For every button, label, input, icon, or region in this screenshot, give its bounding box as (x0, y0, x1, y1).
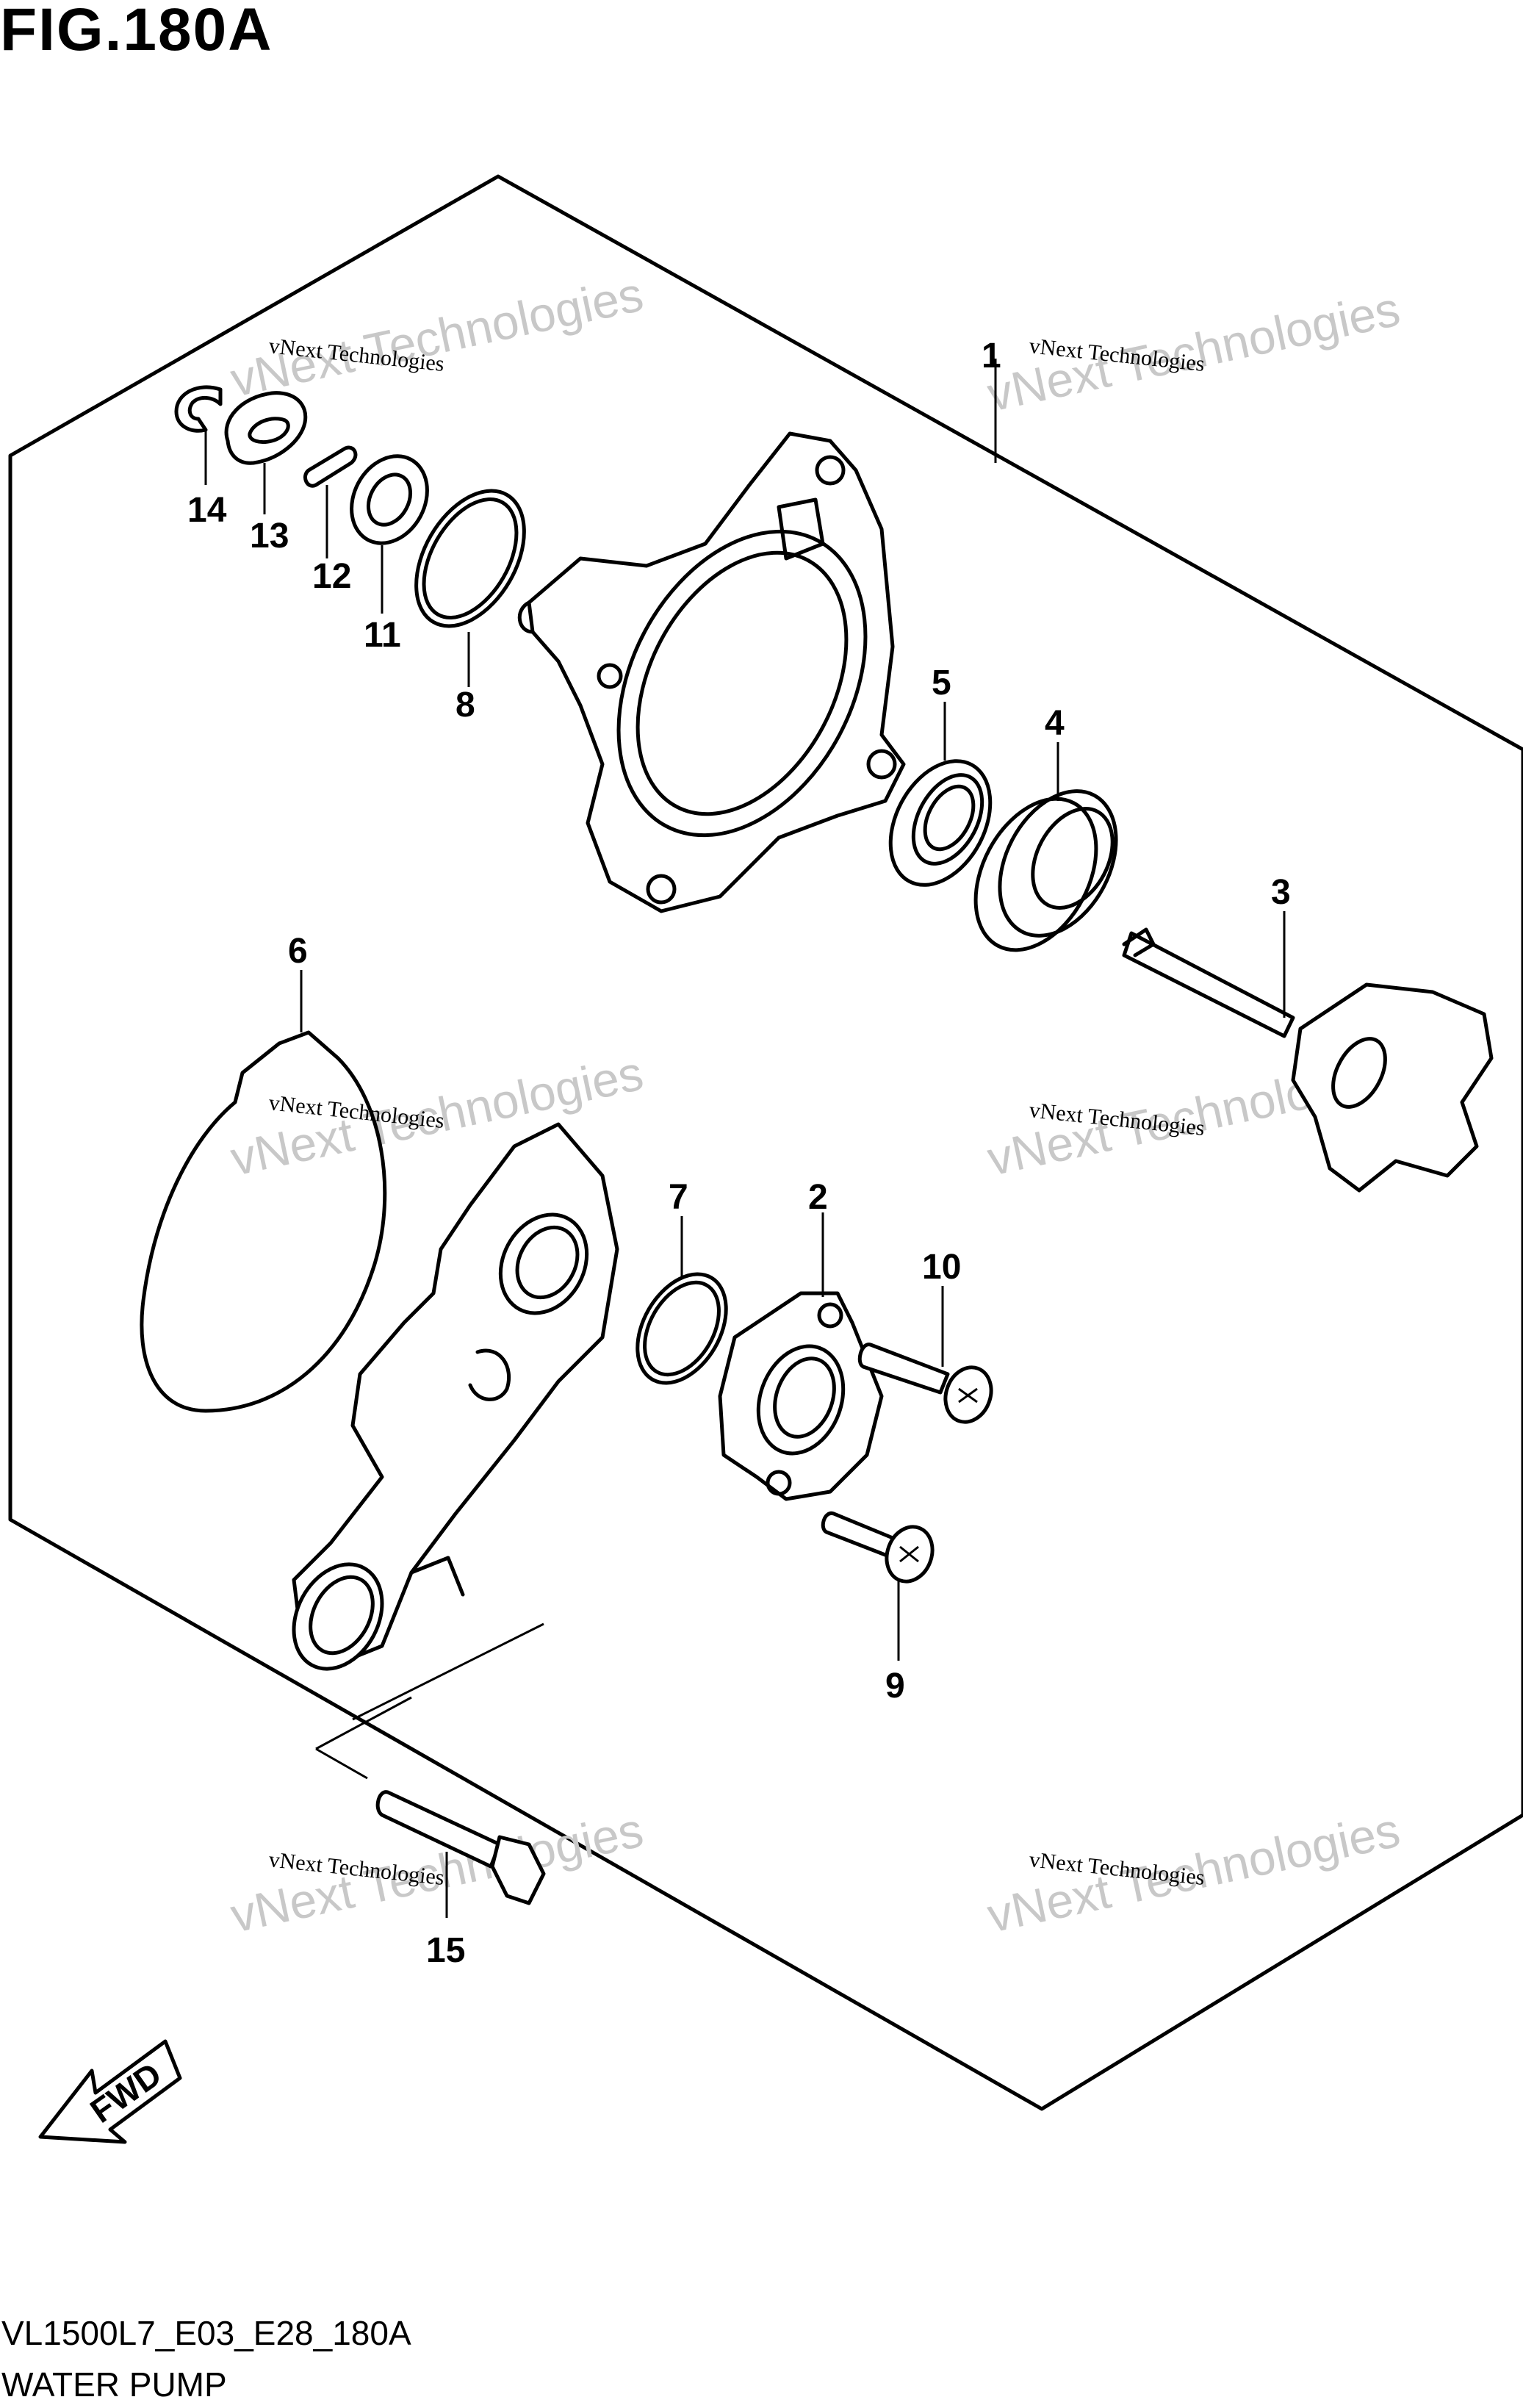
callout-8: 8 (456, 686, 475, 725)
part-8-o-ring (414, 489, 526, 687)
callout-15: 15 (426, 1931, 465, 1970)
callout-4: 4 (1045, 704, 1065, 743)
part-1-housing (517, 359, 997, 913)
part-10-screw (857, 1286, 993, 1424)
callout-10: 10 (922, 1248, 961, 1287)
part-14-e-clip (174, 385, 223, 485)
callout-11: 11 (364, 616, 401, 655)
callout-labels: 1 2 3 4 5 6 7 8 9 10 11 12 13 14 15 (187, 337, 1291, 1970)
callout-2: 2 (808, 1178, 828, 1217)
part-11-washer (350, 454, 429, 614)
pump-cover (292, 1122, 619, 1671)
callout-9: 9 (885, 1667, 905, 1706)
callout-12: 12 (312, 557, 351, 596)
part-12-pin (303, 445, 358, 558)
figure-name: WATER PUMP (1, 2365, 227, 2404)
callout-5: 5 (932, 664, 951, 702)
callout-13: 13 (250, 517, 289, 556)
part-6-gasket (140, 970, 387, 1413)
figure-code: VL1500L7_E03_E28_180A (1, 2314, 411, 2352)
callout-3: 3 (1271, 873, 1291, 912)
part-3-impeller-shaft (1122, 911, 1494, 1193)
fwd-arrow: FWD (38, 2039, 182, 2144)
part-2-inlet-union (718, 1212, 884, 1501)
assembly-outline (8, 174, 1523, 2111)
figure-title: FIG.180A (0, 0, 273, 63)
part-5-oil-seal (888, 702, 993, 887)
callout-14: 14 (187, 491, 227, 530)
callout-1: 1 (982, 337, 1001, 375)
part-13-holder (224, 391, 308, 514)
part-9-screw (821, 1511, 935, 1661)
part-4-mechanical-seal (973, 742, 1118, 952)
part-7-o-ring (636, 1216, 728, 1385)
callout-7: 7 (669, 1178, 688, 1217)
callout-6: 6 (288, 932, 308, 971)
part-15-bolt (315, 1622, 546, 1918)
